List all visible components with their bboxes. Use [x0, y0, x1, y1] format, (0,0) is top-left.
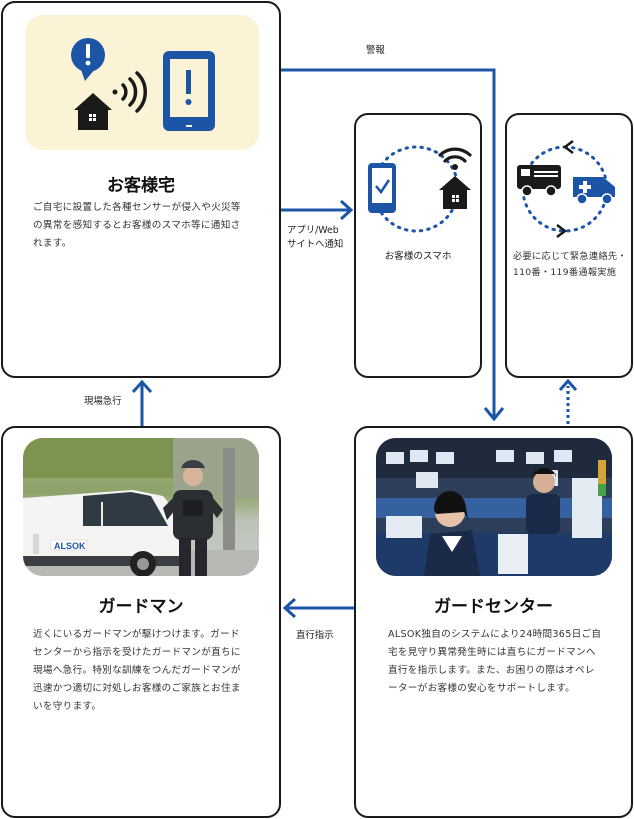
direct-arrowhead: [282, 597, 297, 619]
house-icon-small: [439, 176, 471, 209]
notify-label-line1: アプリ/Web: [287, 225, 339, 236]
signal-waves-icon: [112, 71, 147, 113]
operator-woman: [424, 490, 480, 576]
guardman-photo-svg: ALSOK: [23, 438, 259, 576]
fire-truck-icon: [517, 165, 561, 197]
home-line-1: ご自宅に設置した各種センサーが侵入や火災等: [33, 202, 241, 213]
emergency-line-2: 110番・119番通報実施: [513, 267, 617, 278]
guard-center-photo: [376, 438, 612, 576]
alarm-label: 警報: [366, 45, 385, 56]
alarm-arrowhead: [483, 407, 505, 422]
guard-center-line-3: 直行を指示します。また、お困りの際はオペレ: [388, 665, 595, 676]
cycle-arrow-top: [562, 140, 574, 154]
guard-center-line-2: 宅を見守り異常発生時には直ちにガードマンへ: [388, 647, 596, 658]
notify-arrowhead: [339, 199, 354, 221]
guardman-photo: ALSOK: [23, 438, 259, 576]
emergency-line-1: 必要に応じて緊急連絡先・: [513, 251, 627, 262]
guard-center-photo-svg: [376, 438, 612, 576]
emergency-arrowhead: [558, 378, 578, 391]
dispatch-arrowhead: [131, 379, 153, 394]
guard-figure: [163, 460, 223, 576]
smartphone-alert-icon: [163, 51, 215, 131]
guardman-line-2: センターから指示を受けたガードマンが直ちに: [33, 647, 241, 658]
guardman-line-5: いを守ります。: [33, 701, 102, 712]
guardman-line-4: 迅速かつ適切に対処しお客様のご家族とお住ま: [33, 683, 241, 694]
wifi-icon: [438, 147, 472, 170]
home-illustration: [25, 15, 259, 150]
cycle-arrow-bottom: [556, 224, 568, 238]
phone-card: お客様のスマホ: [354, 113, 482, 378]
emergency-illustration: [517, 140, 615, 238]
phone-caption: お客様のスマホ: [384, 251, 452, 262]
guard-center-description: ALSOK独自のシステムにより24時間365日ご自 宅を見守り異常発生時には直ち…: [388, 626, 601, 698]
alarm-arrow: [281, 68, 496, 418]
guard-center-line-4: ーターがお客様の安心をサポートします。: [388, 683, 576, 694]
guardman-line-3: 現場へ急行。特別な訓練をつんだガードマンが: [33, 665, 241, 676]
home-card: お客様宅 ご自宅に設置した各種センサーが侵入や火災等 の異常を感知するとお客様の…: [1, 1, 281, 378]
emergency-card: 必要に応じて緊急連絡先・ 110番・119番通報実施: [505, 113, 633, 378]
guardman-title: ガードマン: [98, 597, 184, 617]
alert-bubble-icon: [71, 38, 105, 81]
guardman-line-1: 近くにいるガードマンが駆けつけます。ガード: [33, 629, 240, 640]
van-logo: ALSOK: [54, 541, 86, 551]
guard-center-card: ガードセンター ALSOK独自のシステムにより24時間365日ご自 宅を見守り異…: [354, 426, 633, 818]
house-icon: [74, 93, 112, 130]
guardman-description: 近くにいるガードマンが駆けつけます。ガード センターから指示を受けたガードマンが…: [33, 626, 241, 716]
dispatch-label: 現場急行: [84, 396, 122, 407]
home-title: お客様宅: [107, 176, 175, 196]
home-line-3: れます。: [33, 238, 72, 249]
ambulance-icon: [573, 177, 615, 205]
smartphone-check-icon: [368, 163, 396, 213]
guardman-card: ALSOK ガードマン 近くにいるガードマンが駆けつけます。ガード センターから…: [1, 426, 281, 818]
guard-center-title: ガードセンター: [434, 597, 553, 617]
guard-center-line-1: ALSOK独自のシステムにより24時間365日ご自: [388, 629, 602, 640]
home-description: ご自宅に設置した各種センサーが侵入や火災等 の異常を感知するとお客様のスマホ等に…: [33, 199, 241, 253]
home-illustration-svg: [71, 38, 215, 131]
emergency-description: 必要に応じて緊急連絡先・ 110番・119番通報実施: [513, 249, 627, 281]
home-line-2: の異常を感知するとお客様のスマホ等に通知さ: [33, 220, 241, 231]
phone-illustration: [368, 145, 472, 233]
notify-label-line2: サイトへ通知: [287, 239, 344, 250]
van-illustration: [23, 490, 191, 576]
direct-label: 直行指示: [296, 630, 334, 641]
operator-man: [526, 468, 560, 534]
